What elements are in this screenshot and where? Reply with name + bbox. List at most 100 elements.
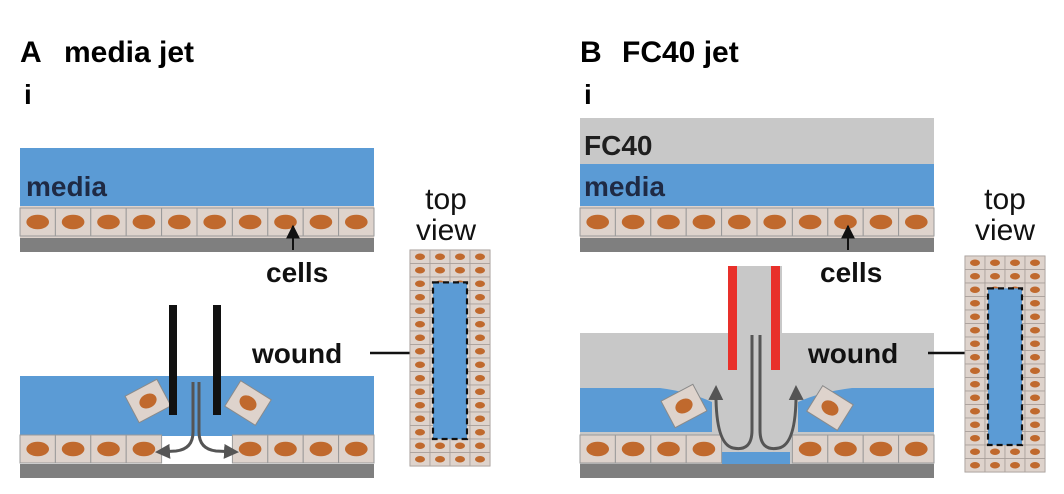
cell — [90, 434, 127, 464]
cell — [964, 336, 986, 351]
nucleus — [586, 441, 610, 457]
nucleus — [834, 441, 857, 457]
cell — [469, 384, 491, 399]
nucleus — [727, 214, 751, 230]
nucleus — [798, 214, 822, 230]
cell — [1024, 255, 1046, 270]
cell — [469, 452, 491, 467]
cell — [469, 317, 491, 332]
nucleus — [238, 214, 262, 230]
cell — [429, 438, 451, 453]
cell — [469, 249, 491, 264]
nucleus — [26, 214, 50, 230]
cell — [1024, 269, 1046, 284]
flow-arrow-right — [197, 382, 239, 459]
cell — [1024, 404, 1046, 419]
panel-a-top-view: top view — [409, 183, 491, 467]
cell — [231, 207, 269, 237]
cell — [827, 207, 864, 237]
top-view-tile — [409, 249, 491, 467]
nucleus — [309, 441, 333, 457]
cell — [984, 255, 1006, 270]
cell — [791, 434, 829, 464]
cell — [1024, 323, 1046, 338]
cell — [685, 207, 723, 237]
cell — [469, 438, 491, 453]
cell — [1024, 390, 1046, 405]
panel-a-letter: A — [20, 36, 42, 69]
nucleus — [657, 214, 680, 230]
panel-b-channel-bottom: wound — [579, 266, 1014, 478]
fc40-label: FC40 — [584, 130, 652, 161]
panel-b: B FC40 jet i FC40 media cells — [579, 36, 1046, 478]
cell-row — [19, 434, 375, 464]
cell — [1024, 458, 1046, 473]
nucleus — [344, 214, 368, 230]
panel-b-letter: B — [580, 36, 602, 69]
cell — [469, 371, 491, 386]
cell-row — [579, 207, 935, 237]
nozzle-wall-left — [169, 305, 177, 415]
panel-b-channel-top: FC40 media cells — [579, 118, 935, 288]
cell — [302, 207, 340, 237]
cell — [964, 431, 986, 446]
cell — [409, 425, 431, 440]
nucleus — [203, 214, 227, 230]
cell — [984, 444, 1006, 459]
nucleus — [61, 441, 85, 457]
cell — [409, 249, 431, 264]
cells-label: cells — [266, 257, 328, 288]
flow-arrow-left — [155, 382, 195, 459]
top-view-label-line2: view — [975, 214, 1035, 247]
panel-b-top-view: top view — [964, 183, 1046, 473]
cell — [90, 207, 127, 237]
cell — [964, 390, 986, 405]
cell — [19, 207, 56, 237]
cell — [1024, 377, 1046, 392]
nucleus — [869, 214, 893, 230]
cell — [827, 434, 864, 464]
cell — [449, 263, 471, 278]
top-view-label-line1: top — [984, 183, 1026, 216]
cell — [964, 458, 986, 473]
cell — [984, 458, 1006, 473]
cell — [409, 263, 431, 278]
cell — [579, 434, 616, 464]
nucleus — [238, 441, 262, 457]
cell — [469, 330, 491, 345]
nucleus — [904, 214, 928, 230]
cell — [1024, 309, 1046, 324]
cell — [1024, 296, 1046, 311]
panel-a: A media jet i media cells — [19, 36, 491, 478]
cell — [429, 452, 451, 467]
panel-a-subpanel: i — [24, 79, 32, 110]
nucleus — [61, 214, 85, 230]
cell — [685, 434, 723, 464]
wound-label: wound — [807, 338, 898, 369]
cell — [964, 309, 986, 324]
cell — [409, 357, 431, 372]
cell — [409, 452, 431, 467]
cell — [1004, 458, 1026, 473]
wound-media-strip — [722, 452, 790, 464]
nucleus — [309, 214, 333, 230]
cell — [1024, 350, 1046, 365]
nucleus — [763, 214, 787, 230]
cell — [409, 303, 431, 318]
top-view-tile — [964, 255, 1046, 473]
cell — [964, 404, 986, 419]
nucleus — [97, 214, 120, 230]
media-label: media — [26, 171, 107, 202]
cell — [469, 425, 491, 440]
cell — [984, 269, 1006, 284]
cell — [1004, 444, 1026, 459]
cell — [409, 371, 431, 386]
nucleus — [97, 441, 120, 457]
cell — [579, 207, 616, 237]
panel-b-title: FC40 jet — [622, 36, 739, 69]
cell — [650, 434, 687, 464]
cell — [964, 377, 986, 392]
nucleus — [692, 214, 716, 230]
cell — [449, 452, 471, 467]
cell — [469, 344, 491, 359]
